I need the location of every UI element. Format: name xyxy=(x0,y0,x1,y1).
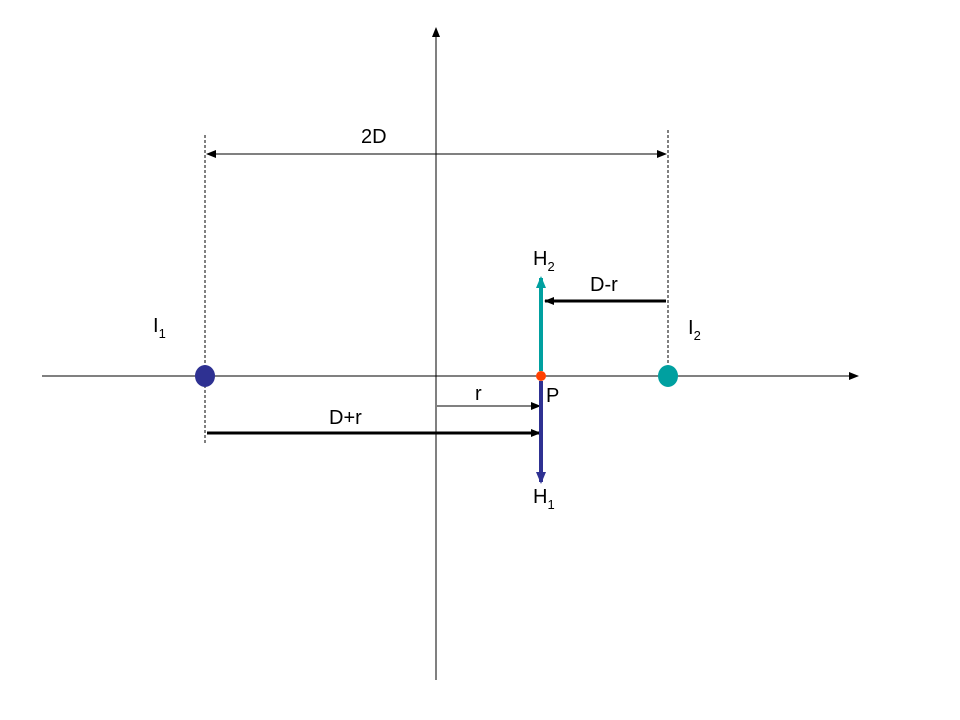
point-p-marker xyxy=(536,371,546,381)
i2-label: I2 xyxy=(688,317,701,343)
i1-label: I1 xyxy=(153,315,166,341)
two-d-label: 2D xyxy=(361,126,387,148)
h1-label: H1 xyxy=(533,486,555,512)
conductor-i2 xyxy=(658,365,678,387)
d-minus-r-label: D-r xyxy=(590,274,618,296)
conductor-i1 xyxy=(195,365,215,387)
d-plus-r-label: D+r xyxy=(329,407,362,429)
point-p-label: P xyxy=(546,385,559,407)
r-label: r xyxy=(475,383,482,405)
h2-label: H2 xyxy=(533,248,555,274)
